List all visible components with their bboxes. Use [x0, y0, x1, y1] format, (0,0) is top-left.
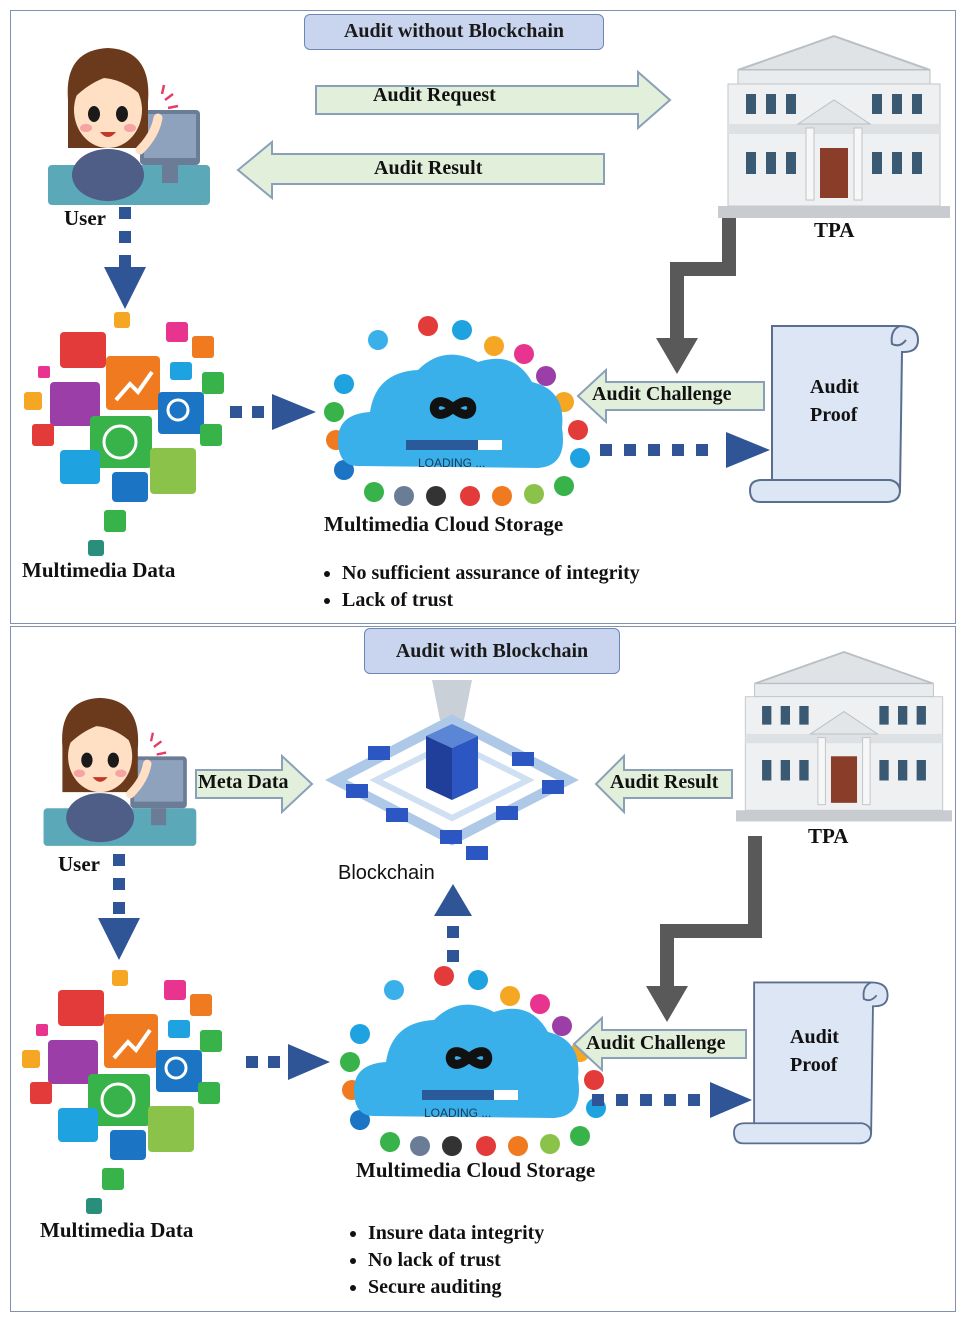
audit-proof-line1-top: Audit — [810, 376, 859, 398]
audit-result-label-top: Audit Result — [374, 157, 483, 179]
user-illustration-top — [48, 48, 210, 205]
audit-proof-line2-top: Proof — [810, 404, 858, 426]
audit-proof-line2-bottom: Proof — [790, 1054, 838, 1076]
meta-data-label: Meta Data — [198, 771, 289, 793]
audit-result-label-bottom: Audit Result — [610, 771, 719, 793]
meta-data-arrow — [195, 753, 314, 815]
title-without-blockchain: Audit without Blockchain — [304, 14, 604, 50]
dashed-arrow-data-to-cloud-bottom — [246, 1044, 330, 1080]
audit-challenge-arrow-top — [576, 367, 765, 425]
blockchain-illustration — [325, 680, 579, 860]
tpa-label-top: TPA — [814, 218, 855, 242]
dashed-arrow-data-to-cloud-top — [230, 394, 316, 430]
multimedia-data-label-bottom: Multimedia Data — [40, 1218, 194, 1242]
cloud-storage-label-bottom: Multimedia Cloud Storage — [356, 1158, 596, 1182]
gray-arrow-tpa-to-challenge-top — [656, 218, 736, 374]
dashed-arrow-cloud-to-proof-bottom — [592, 1082, 752, 1118]
benefit-item: Insure data integrity — [368, 1222, 544, 1245]
tpa-windows-top — [746, 94, 922, 201]
audit-request-label: Audit Request — [373, 84, 496, 106]
audit-proof-scroll-top — [748, 325, 920, 503]
multimedia-data-icons-bottom — [22, 970, 222, 1214]
tpa-building-top — [718, 34, 950, 218]
cloud-storage-top — [324, 316, 590, 506]
blockchain-label: Blockchain — [338, 862, 435, 884]
audit-proof-line1-bottom: Audit — [790, 1026, 839, 1048]
audit-challenge-label-top: Audit Challenge — [592, 383, 732, 405]
user-label-bottom: User — [58, 852, 100, 876]
user-label-top: User — [64, 206, 106, 230]
panel-with-blockchain — [10, 626, 956, 1312]
multimedia-data-label-top: Multimedia Data — [22, 558, 176, 582]
cloud-loading-top: LOADING ... — [418, 456, 486, 470]
dashed-arrow-cloud-to-blockchain — [434, 884, 472, 962]
issue-item: No sufficient assurance of integrity — [342, 562, 640, 585]
dashed-arrow-user-to-data-top — [104, 207, 146, 309]
panel-without-blockchain — [10, 10, 956, 624]
audit-request-arrow — [315, 69, 672, 131]
audit-result-arrow-bottom — [594, 753, 733, 815]
benefits-list-bottom: Insure data integrity No lack of trust S… — [342, 1222, 544, 1303]
gray-arrow-tpa-to-challenge-bottom — [646, 836, 762, 1022]
multimedia-data-icons-top — [24, 312, 224, 556]
dashed-arrow-user-to-data-bottom — [98, 854, 140, 960]
tpa-label-bottom: TPA — [808, 824, 849, 848]
audit-result-arrow-top — [236, 139, 605, 201]
dashed-arrow-cloud-to-proof-top — [600, 432, 770, 468]
cloud-storage-label-top: Multimedia Cloud Storage — [324, 512, 564, 536]
tpa-building-bottom — [736, 651, 952, 822]
audit-proof-scroll-bottom — [733, 981, 889, 1145]
cloud-loading-bottom: LOADING ... — [424, 1106, 492, 1120]
benefit-item: Secure auditing — [368, 1276, 544, 1299]
audit-challenge-arrow-bottom — [572, 1015, 747, 1073]
user-illustration-bottom — [43, 697, 197, 846]
issues-list-top: No sufficient assurance of integrity Lac… — [316, 562, 640, 616]
title-with-blockchain: Audit with Blockchain — [364, 628, 620, 674]
audit-challenge-label-bottom: Audit Challenge — [586, 1032, 726, 1054]
benefit-item: No lack of trust — [368, 1249, 544, 1272]
issue-item: Lack of trust — [342, 589, 640, 612]
